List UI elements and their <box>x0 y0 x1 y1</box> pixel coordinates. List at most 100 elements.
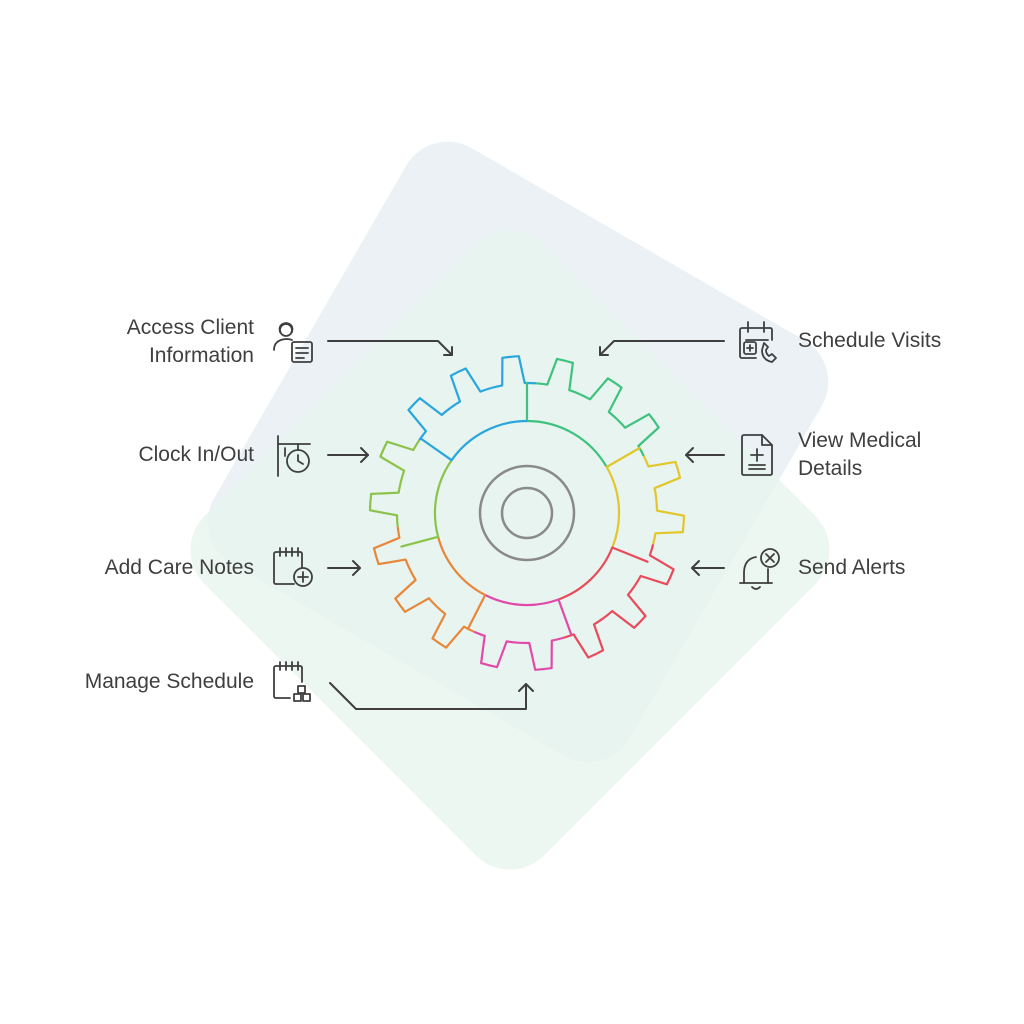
gear-root-arc <box>409 569 417 581</box>
label-line: Schedule Visits <box>798 329 942 352</box>
gear-segment-divider <box>611 546 649 563</box>
gear-tooth-flank <box>372 536 401 550</box>
gear-root-arc <box>568 389 581 396</box>
arrow-schedule-visits <box>599 340 725 356</box>
gear-root-arc <box>652 533 657 545</box>
label-manage-schedule: Manage Schedule <box>85 668 254 696</box>
label-clock-in-out: Clock In/Out <box>138 441 254 469</box>
label-line: Clock In/Out <box>138 443 254 466</box>
gear-tooth-flank <box>592 623 605 652</box>
gear-hub-arc <box>526 419 608 468</box>
gear-tooth-flank <box>654 530 684 535</box>
gear-root-arc <box>480 386 492 393</box>
gear-tooth-flank <box>611 609 636 629</box>
gear-tooth-flank <box>655 509 686 517</box>
gear-tooth-flank <box>379 455 406 472</box>
gear-root-arc <box>562 633 574 640</box>
gear-segment-divider <box>419 437 453 462</box>
gear-tooth-flank <box>637 426 660 448</box>
gear-tooth-flank <box>368 509 399 517</box>
gear-root-arc <box>653 487 658 500</box>
gear-tooth-flank <box>431 612 447 640</box>
medical-document-icon <box>741 434 773 476</box>
gear-tooth-flank <box>403 597 430 613</box>
gear-tooth-tip <box>368 493 373 511</box>
gear-root-arc <box>435 605 446 615</box>
gear-root-arc <box>395 515 399 527</box>
gear-tooth-flank <box>647 460 677 468</box>
gear-root-arc <box>412 439 421 451</box>
label-line: Access Client <box>126 316 254 339</box>
gear-tooth-flank <box>464 367 482 393</box>
gear-tooth-flank <box>623 413 651 429</box>
gear-tooth-flank <box>588 377 610 401</box>
gear-hub-arc <box>450 419 528 461</box>
label-line: Details <box>798 457 863 480</box>
gear-segment-divider <box>605 446 641 469</box>
gear-root-arc <box>633 575 642 587</box>
calendar-add-icon <box>273 547 313 587</box>
calendar-medical-phone-icon <box>739 321 777 363</box>
gear-hub-arc <box>437 536 486 596</box>
gear-tooth-flank <box>572 633 590 659</box>
gear-tooth-flank <box>407 408 428 433</box>
label-line: Add Care Notes <box>104 556 254 579</box>
gear-root-arc <box>396 526 401 539</box>
gear-tooth-flank <box>377 558 407 566</box>
gear-tooth-flank <box>480 634 486 665</box>
gear-tooth-flank <box>626 593 647 618</box>
gear-root-arc <box>506 640 518 644</box>
gear-tooth-flank <box>653 476 682 490</box>
gear-segment-divider <box>557 598 573 637</box>
gear-root-arc <box>608 411 619 421</box>
label-schedule-visits: Schedule Visits <box>798 327 941 355</box>
gear-inner-ring <box>478 464 576 562</box>
gear-tooth-flank <box>648 554 675 571</box>
gear-hub-arc <box>433 459 453 538</box>
label-view-medical-details: View Medical Details <box>798 427 921 483</box>
gear-center-ring <box>500 486 554 540</box>
label-send-alerts: Send Alerts <box>798 554 905 582</box>
arrow-send-alerts <box>691 560 725 576</box>
background-square-green <box>190 230 830 870</box>
arrow-view-medical-details <box>685 447 725 463</box>
label-line: Information <box>148 344 254 367</box>
label-add-care-notes: Add Care Notes <box>105 554 254 582</box>
gear-tooth-flank <box>386 440 415 452</box>
gear-hub-arc <box>605 466 621 548</box>
gear-root-arc <box>655 499 659 511</box>
label-line: Manage Schedule <box>84 670 254 693</box>
person-document-icon <box>273 322 313 363</box>
gear-tooth-flank <box>568 361 575 392</box>
label-access-client-information: Access Client Information <box>127 314 254 370</box>
gear-tooth-flank <box>370 491 400 495</box>
gear-tooth-flank <box>394 578 417 600</box>
gear-tooth-flank <box>546 357 559 386</box>
arrow-add-care-notes <box>327 560 361 576</box>
gear-tooth-flank <box>528 641 537 671</box>
gear-hub-arc <box>558 547 614 601</box>
gear-tooth-tip <box>681 515 686 533</box>
gear-tooth-flank <box>418 397 443 416</box>
gear-root-arc <box>440 406 452 416</box>
gear-root-arc <box>637 445 645 457</box>
gear-tooth-flank <box>449 374 462 403</box>
gear-tooth-flank <box>639 574 669 586</box>
gear-root-arc <box>473 630 486 637</box>
arrow-access-client-information <box>327 340 453 356</box>
gear-tooth-flank <box>607 386 623 414</box>
arrow-clock-in-out <box>327 447 369 463</box>
bell-alert-icon <box>739 548 780 590</box>
gear-segment-divider <box>466 593 487 630</box>
gear-tooth-flank <box>445 625 466 649</box>
gear-segment-divider <box>400 535 440 548</box>
gear <box>368 355 686 671</box>
gear-tooth-flank <box>517 355 526 385</box>
label-line: View Medical <box>798 429 922 452</box>
gear-root-arc <box>536 382 548 386</box>
arrow-manage-schedule <box>329 682 534 710</box>
calendar-blocks-icon <box>273 661 311 702</box>
gear-hub-arc <box>484 594 559 607</box>
